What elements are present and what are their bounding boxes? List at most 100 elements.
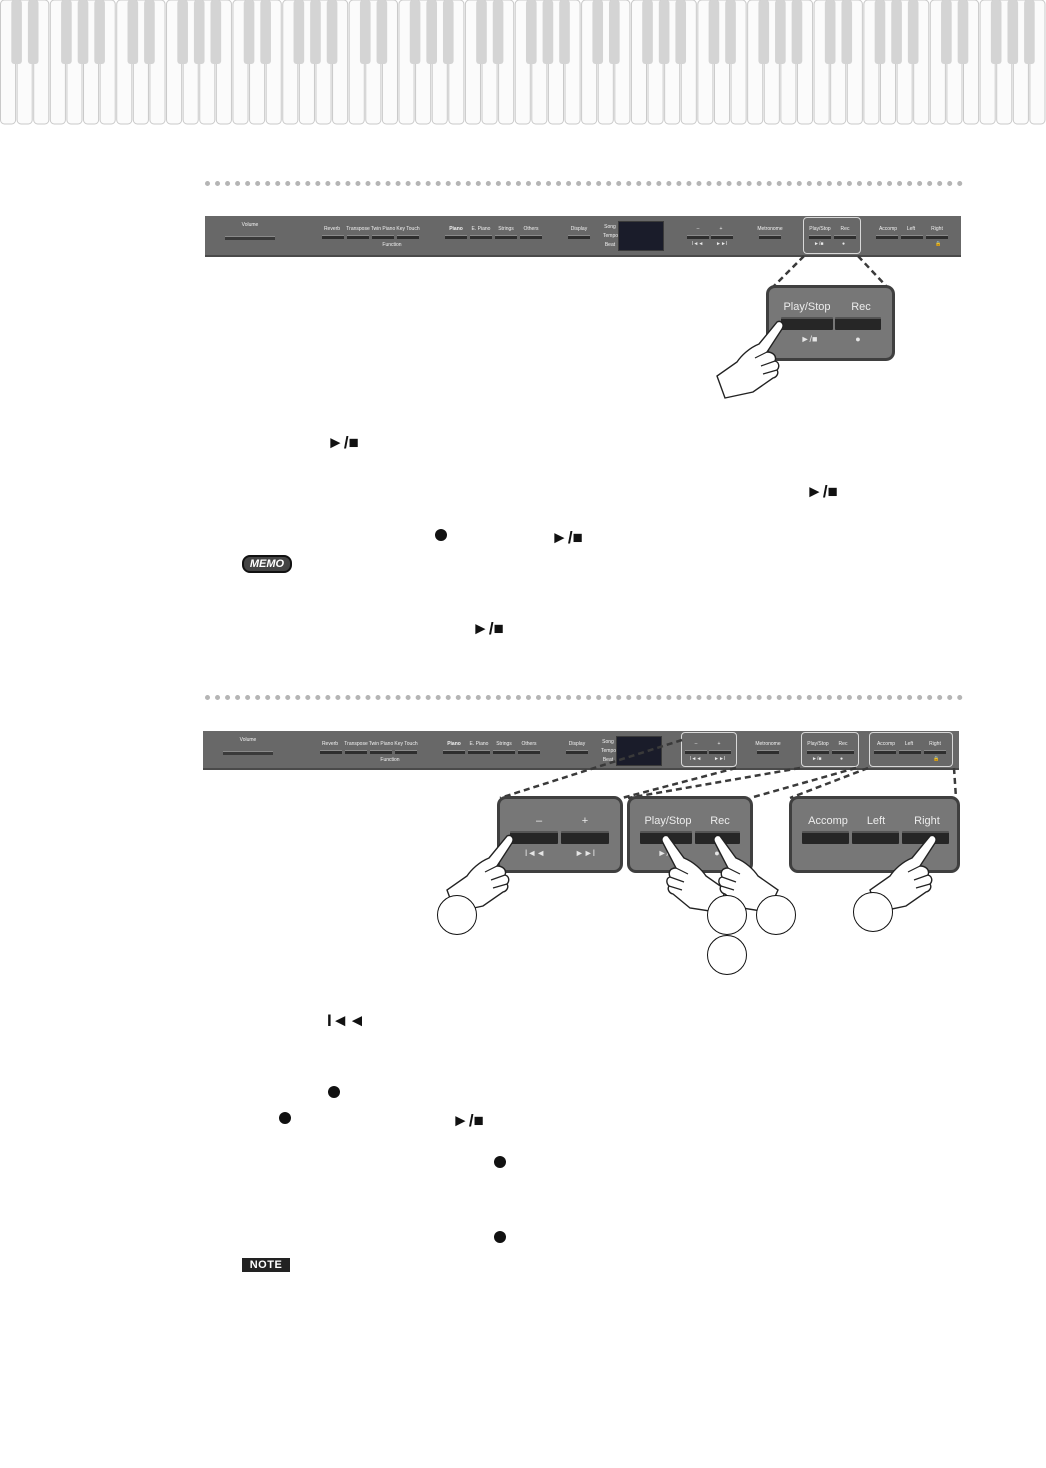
reverb-button[interactable] [320, 750, 342, 754]
plus-label: + [719, 226, 723, 232]
zoom-rec-dot-icon: ● [855, 334, 861, 344]
zoom-minus-button[interactable] [510, 831, 558, 844]
pressing-hand-icon [716, 320, 784, 399]
black-key [658, 0, 670, 64]
zoom-accomp-button[interactable] [802, 831, 849, 844]
black-key [260, 0, 271, 64]
play-rec-highlight [801, 732, 859, 767]
volume-slider[interactable] [223, 751, 273, 755]
reverb-button[interactable] [322, 235, 344, 239]
piano-button[interactable] [445, 235, 467, 239]
zoom-play-stop-button[interactable] [781, 317, 833, 330]
play-stop-icon: ►/■ [814, 241, 824, 247]
black-key [94, 0, 105, 64]
metronome-button[interactable] [757, 750, 779, 754]
black-key [874, 0, 886, 64]
plus-button[interactable] [709, 750, 731, 754]
left-button[interactable] [901, 235, 923, 239]
twin-piano-button[interactable] [370, 750, 392, 754]
e-piano-button[interactable] [470, 235, 492, 239]
black-key [144, 0, 155, 64]
black-key [957, 0, 969, 64]
metronome-button[interactable] [759, 235, 781, 239]
transpose-label: Transpose [344, 741, 368, 747]
section-separator [205, 695, 963, 700]
lock-icon: 🔒 [935, 241, 942, 247]
left-label: Left [906, 226, 916, 232]
minus-label: – [694, 741, 698, 747]
black-key [525, 0, 537, 64]
minus-button[interactable] [685, 750, 707, 754]
skip-forward-icon: ►►I [716, 241, 728, 247]
transpose-button[interactable] [345, 750, 367, 754]
zoom-left-button[interactable] [852, 831, 899, 844]
minus-button[interactable] [687, 235, 709, 239]
zoom-plus-label: + [581, 815, 589, 827]
volume-label: Volume [239, 737, 257, 743]
left-button[interactable] [899, 750, 921, 754]
zoom-right-label: Right [914, 815, 940, 827]
play-stop-button[interactable] [809, 235, 831, 239]
strings-button[interactable] [493, 750, 515, 754]
zoom-skip-forward-icon: ►►I [574, 848, 596, 858]
zoom-left-label: Left [866, 815, 886, 827]
piano-button[interactable] [443, 750, 465, 754]
display-button[interactable] [568, 235, 590, 239]
strings-button[interactable] [495, 235, 517, 239]
accomp-button[interactable] [876, 235, 898, 239]
black-key [824, 0, 836, 64]
black-key [61, 0, 72, 64]
rec-button[interactable] [832, 750, 854, 754]
e-piano-button[interactable] [468, 750, 490, 754]
right-button[interactable] [924, 750, 946, 754]
rec-dot-icon [328, 1086, 340, 1098]
black-key [891, 0, 902, 64]
zoom-right-button[interactable] [902, 831, 949, 844]
rec-button[interactable] [834, 235, 856, 239]
key-touch-button[interactable] [395, 750, 417, 754]
black-key [310, 0, 321, 64]
display-label: Display [570, 226, 588, 232]
others-button[interactable] [518, 750, 540, 754]
black-key [725, 0, 736, 64]
black-key [210, 0, 222, 64]
minus-plus-highlight [681, 732, 737, 767]
others-button[interactable] [520, 235, 542, 239]
zoom-rec-button[interactable] [835, 317, 881, 330]
right-button[interactable] [926, 235, 948, 239]
note-badge: NOTE [242, 1258, 290, 1272]
pressing-hand-icon [713, 834, 779, 913]
zoom-plus-button[interactable] [561, 831, 609, 844]
rec-dot-icon: ● [842, 241, 846, 247]
play-stop-button[interactable] [807, 750, 829, 754]
volume-slider[interactable] [225, 236, 275, 240]
plus-button[interactable] [711, 235, 733, 239]
twin-piano-button[interactable] [372, 235, 394, 239]
black-key [376, 0, 388, 64]
black-key [27, 0, 39, 64]
key-touch-button[interactable] [397, 235, 419, 239]
zoom-accomp-label: Accomp [808, 815, 848, 827]
accomp-label: Accomp [876, 741, 896, 747]
rec-dot-icon [279, 1112, 291, 1124]
twin-piano-label: Twin Piano [368, 741, 394, 747]
function-label: Function [382, 242, 402, 248]
step-callout-circle [707, 895, 747, 935]
tempo-label: Tempo [601, 748, 617, 754]
led-display [616, 736, 662, 766]
accomp-button[interactable] [874, 750, 896, 754]
piano-label: Piano [449, 226, 463, 232]
black-key [11, 0, 22, 64]
rec-dot-icon [494, 1156, 506, 1168]
reverb-label: Reverb [321, 741, 339, 747]
play-stop-icon: ►/■ [812, 756, 822, 762]
step-callout-circle [853, 892, 893, 932]
section-separator [205, 181, 963, 186]
others-label: Others [521, 741, 537, 747]
rec-label: Rec [840, 226, 850, 232]
key-touch-label: Key Touch [394, 741, 418, 747]
play-stop-label: Play/Stop [807, 741, 829, 747]
display-button[interactable] [566, 750, 588, 754]
zoom-rec-dot-icon: ● [714, 848, 720, 858]
transpose-button[interactable] [347, 235, 369, 239]
